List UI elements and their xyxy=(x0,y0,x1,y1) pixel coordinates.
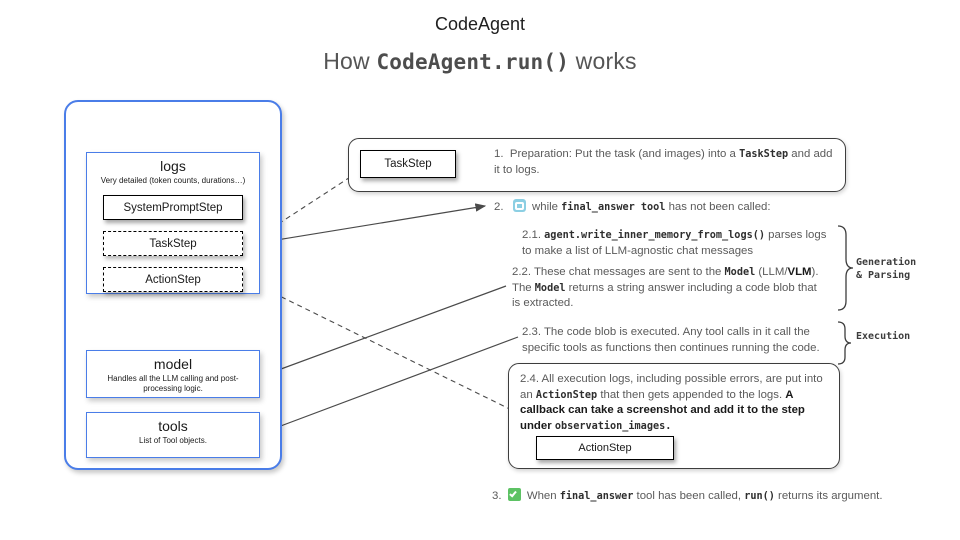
step3-code2: run() xyxy=(744,491,775,502)
tools-box: tools List of Tool objects. xyxy=(86,412,260,458)
check-icon xyxy=(507,488,521,501)
logs-title: logs xyxy=(160,158,186,174)
step2-2-c: ). The xyxy=(512,266,819,294)
brace-label-execution: Execution xyxy=(856,331,911,342)
step2-2-code1: Model xyxy=(724,267,756,278)
step2-2-a: These chat messages are sent to the xyxy=(531,266,725,278)
step3-code1: final_answer xyxy=(559,491,634,502)
step2-4-code1: ActionStep xyxy=(535,389,598,401)
title-suffix: works xyxy=(569,48,637,74)
step3-b: tool has been called, xyxy=(633,490,745,502)
step2-2-text: 2.2. These chat messages are sent to the… xyxy=(512,265,824,312)
log-item-systempromptstep: SystemPromptStep xyxy=(103,195,243,220)
step2-2-code2: Model xyxy=(534,282,566,294)
step2-1-number: 2.1. xyxy=(522,229,541,241)
step3-number: 3. xyxy=(492,490,502,502)
logs-subtitle: Very detailed (token counts, durations…) xyxy=(100,176,246,186)
model-box: model Handles all the LLM calling and po… xyxy=(86,350,260,398)
model-title: model xyxy=(153,356,193,372)
step3-c: returns its argument. xyxy=(774,490,883,502)
taskstep-chip: TaskStep xyxy=(360,150,456,178)
step1-text: 1. Preparation: Put the task (and images… xyxy=(494,147,838,178)
codeagent-title: CodeAgent xyxy=(434,14,526,34)
step2-heading: 2. while final_answer tool has not been … xyxy=(494,199,854,216)
tools-subtitle: List of Tool objects. xyxy=(139,436,207,446)
step2-1-code: agent.write_inner_memory_from_logs() xyxy=(544,230,765,241)
step3-text: 3. When final_answer tool has been calle… xyxy=(492,488,922,505)
loop-icon xyxy=(512,199,526,212)
brace-label-generation: Generation& Parsing xyxy=(856,257,917,281)
step2-3-number: 2.3. xyxy=(522,326,541,338)
step2-4-a: All execution logs, including possible e… xyxy=(520,373,823,401)
title-code: CodeAgent.run() xyxy=(376,50,570,74)
step2-4-code2: observation_images. xyxy=(554,420,672,432)
step1-b: and add it to logs. xyxy=(494,148,833,176)
title-prefix: How xyxy=(323,48,377,74)
step1-number: 1. xyxy=(494,148,504,160)
step2-3-a: The code blob is executed. Any tool call… xyxy=(522,326,820,354)
step2-4-bold: A callback can take a screenshot and add… xyxy=(520,388,805,432)
step2-2-number: 2.2. xyxy=(512,266,531,278)
step2-3-text: 2.3. The code blob is executed. Any tool… xyxy=(522,325,840,356)
step2-4-text: 2.4. All execution logs, including possi… xyxy=(520,372,832,434)
log-item-actionstep: ActionStep xyxy=(103,267,243,292)
tools-title: tools xyxy=(158,418,188,434)
step1-panel xyxy=(348,138,846,192)
step2-a: while xyxy=(532,201,562,213)
step1-code: TaskStep xyxy=(739,149,789,160)
step2-2-d: returns a string answer including a code… xyxy=(512,281,817,310)
step2-4-number: 2.4. xyxy=(520,373,539,385)
log-item-taskstep: TaskStep xyxy=(103,231,243,256)
page-title: How CodeAgent.run() works xyxy=(0,48,960,75)
actionstep-chip: ActionStep xyxy=(536,436,674,460)
step2-code: final_answer tool xyxy=(561,202,666,213)
step2-2-bold: VLM xyxy=(787,266,812,278)
step2-1-a: parses logs to make a list of LLM-agnost… xyxy=(522,229,827,257)
step3-a: When xyxy=(526,490,560,502)
step1-a: Preparation: Put the task (and images) i… xyxy=(509,148,740,160)
step2-2-b: (LLM/ xyxy=(755,266,788,278)
step2-1-text: 2.1. agent.write_inner_memory_from_logs(… xyxy=(522,228,834,259)
step2-4-panel xyxy=(508,363,840,469)
model-subtitle: Handles all the LLM calling and post-pro… xyxy=(107,374,239,394)
step2-b: has not been called: xyxy=(665,201,771,213)
step2-4-b: that then gets appended to the logs. xyxy=(597,388,786,401)
step2-number: 2. xyxy=(494,201,504,213)
